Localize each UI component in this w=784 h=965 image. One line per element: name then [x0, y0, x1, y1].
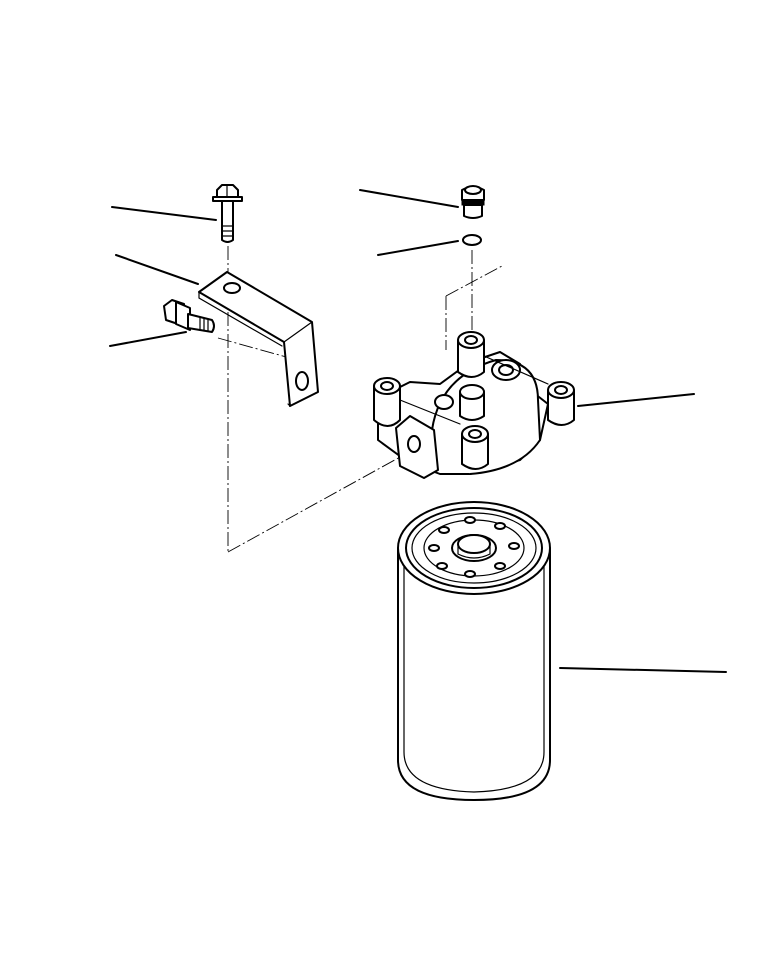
spin-on-filter-icon — [397, 501, 551, 801]
leader-bolt-side — [109, 331, 187, 347]
flanged-bolt-icon — [163, 299, 215, 333]
bracket-icon — [198, 271, 319, 407]
leader-lines — [109, 189, 727, 673]
leader-filter-head — [577, 393, 695, 407]
leader-plug — [359, 189, 459, 208]
leader-o-ring — [377, 240, 459, 256]
leader-bracket — [115, 254, 199, 285]
leader-filter-cartridge — [559, 667, 727, 673]
o-ring-icon — [462, 234, 482, 246]
filter-head-icon — [373, 331, 575, 479]
flanged-bolt-icon — [212, 184, 243, 243]
plug-icon — [461, 185, 485, 219]
leader-bolt-top — [111, 206, 217, 221]
